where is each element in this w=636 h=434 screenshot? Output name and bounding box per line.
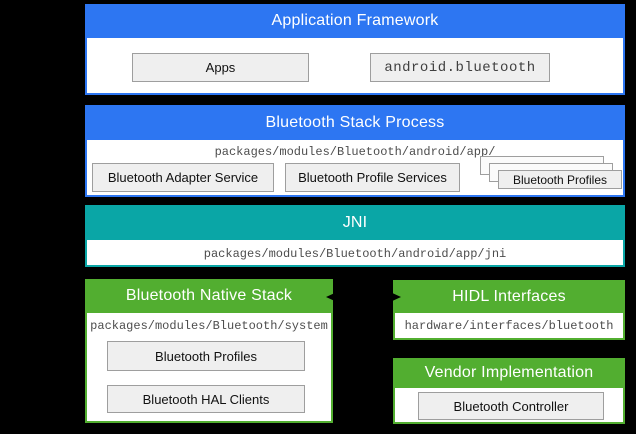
native-bluetooth-profiles-box: Bluetooth Profiles (107, 341, 305, 371)
section-vendor-implementation: Vendor Implementation Bluetooth Controll… (393, 358, 625, 424)
native-stack-path: packages/modules/Bluetooth/system (90, 319, 328, 333)
bluetooth-profiles-stack-box: Bluetooth Profiles (498, 170, 622, 189)
jni-title: JNI (85, 205, 625, 240)
hidl-interfaces-title: HIDL Interfaces (393, 280, 625, 313)
bluetooth-stack-process-title: Bluetooth Stack Process (85, 105, 625, 140)
stack-process-path: packages/modules/Bluetooth/android/app/ (214, 145, 496, 159)
section-jni: JNI packages/modules/Bluetooth/android/a… (85, 205, 625, 267)
hidl-path: hardware/interfaces/bluetooth (404, 319, 614, 333)
section-hidl-interfaces: HIDL Interfaces hardware/interfaces/blue… (393, 280, 625, 340)
section-bluetooth-stack-process: Bluetooth Stack Process packages/modules… (85, 105, 625, 197)
bidirectional-arrow-icon (326, 291, 401, 303)
jni-path: packages/modules/Bluetooth/android/app/j… (203, 247, 507, 261)
bluetooth-native-stack-title: Bluetooth Native Stack (85, 279, 333, 313)
android-bluetooth-box: android.bluetooth (370, 53, 550, 82)
bluetooth-profile-services-box: Bluetooth Profile Services (285, 163, 460, 192)
section-application-framework: Application Framework Apps android.bluet… (85, 4, 625, 95)
bluetooth-controller-box: Bluetooth Controller (418, 392, 604, 420)
vendor-implementation-title: Vendor Implementation (393, 358, 625, 388)
section-bluetooth-native-stack: Bluetooth Native Stack packages/modules/… (85, 279, 333, 423)
apps-box: Apps (132, 53, 309, 82)
bluetooth-hal-clients-box: Bluetooth HAL Clients (107, 385, 305, 413)
application-framework-title: Application Framework (85, 4, 625, 38)
bluetooth-adapter-service-box: Bluetooth Adapter Service (92, 163, 274, 192)
